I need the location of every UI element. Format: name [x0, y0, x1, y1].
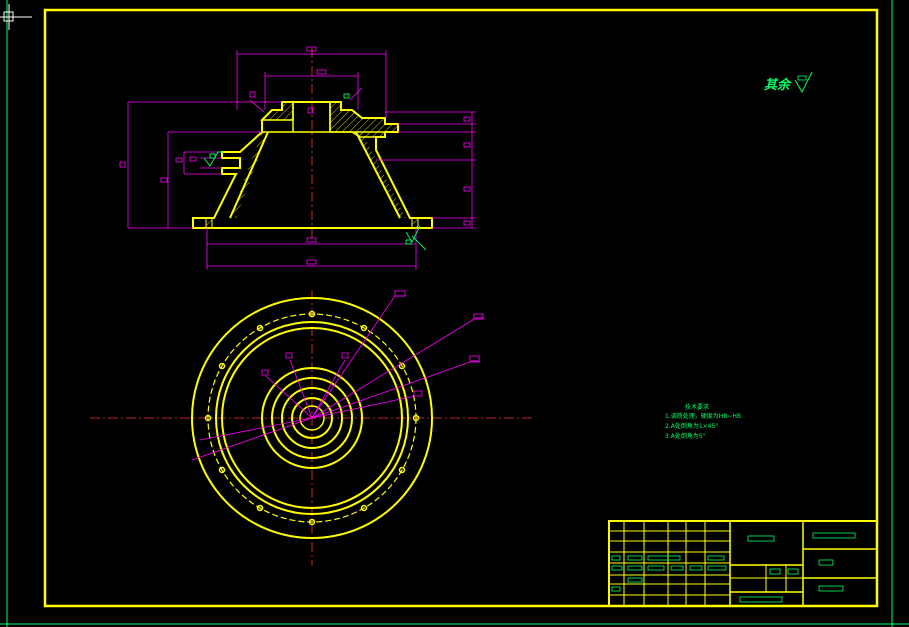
- bolt-hole: [204, 414, 212, 422]
- left-flange-hatch: [205, 217, 213, 229]
- roughness-symbol-icon: [794, 71, 813, 94]
- bore-circle: [291, 397, 333, 439]
- outer-flange-circle: [191, 297, 433, 539]
- plan-dim-labels: [261, 290, 484, 397]
- bolt-hole: [398, 466, 406, 474]
- right-flange-hatch: [411, 217, 419, 229]
- bolt-pitch-circle: [207, 313, 417, 523]
- bolt-holes: [204, 310, 420, 526]
- bolt-hole: [412, 414, 420, 422]
- drawing-frame: [43, 8, 879, 608]
- section-dim-labels: [119, 46, 471, 265]
- shoulder-circle: [261, 367, 363, 469]
- section-dimensions: [127, 50, 476, 270]
- left-wall-hatch: [230, 132, 268, 218]
- section-view: [119, 46, 476, 270]
- hub-circle: [271, 377, 353, 459]
- roughness-note-text: 其余: [764, 77, 792, 93]
- right-wall-hatch: [356, 132, 406, 218]
- bolt-hole: [308, 310, 316, 318]
- roughness-symbols-section: [203, 93, 427, 251]
- general-roughness-note: 其余: [764, 71, 813, 94]
- title-block: [608, 520, 878, 607]
- bolt-hole: [256, 504, 264, 512]
- plan-view: [90, 290, 533, 566]
- tech-req-line-1: 1.调质处理，硬度为HB~HB: [665, 412, 741, 420]
- roughness-value-box: [797, 75, 807, 81]
- bolt-hole: [360, 504, 368, 512]
- tech-req-line-2: 2.A处倒角为1×45°: [665, 422, 718, 430]
- plan-leaders: [191, 295, 484, 461]
- bolt-hole: [308, 518, 316, 526]
- tech-req-title: 技术要求: [685, 403, 709, 411]
- bolt-hole: [256, 324, 264, 332]
- crosshair-cursor-icon: [0, 4, 32, 30]
- bolt-hole: [218, 362, 226, 370]
- title-block-fields: [611, 532, 856, 603]
- cone-outline: [192, 101, 433, 229]
- tech-req-line-3: 3.A处倒角为5°: [665, 432, 706, 440]
- flange-inner-circle: [215, 321, 409, 515]
- technical-requirements: 技术要求 1.调质处理，硬度为HB~HB 2.A处倒角为1×45° 3.A处倒角…: [665, 403, 741, 440]
- bolt-hole: [218, 466, 226, 474]
- bolt-hole: [360, 324, 368, 332]
- boss-circle: [281, 387, 343, 449]
- cone-base-circle: [221, 327, 403, 509]
- inner-bore-circle: [299, 405, 325, 431]
